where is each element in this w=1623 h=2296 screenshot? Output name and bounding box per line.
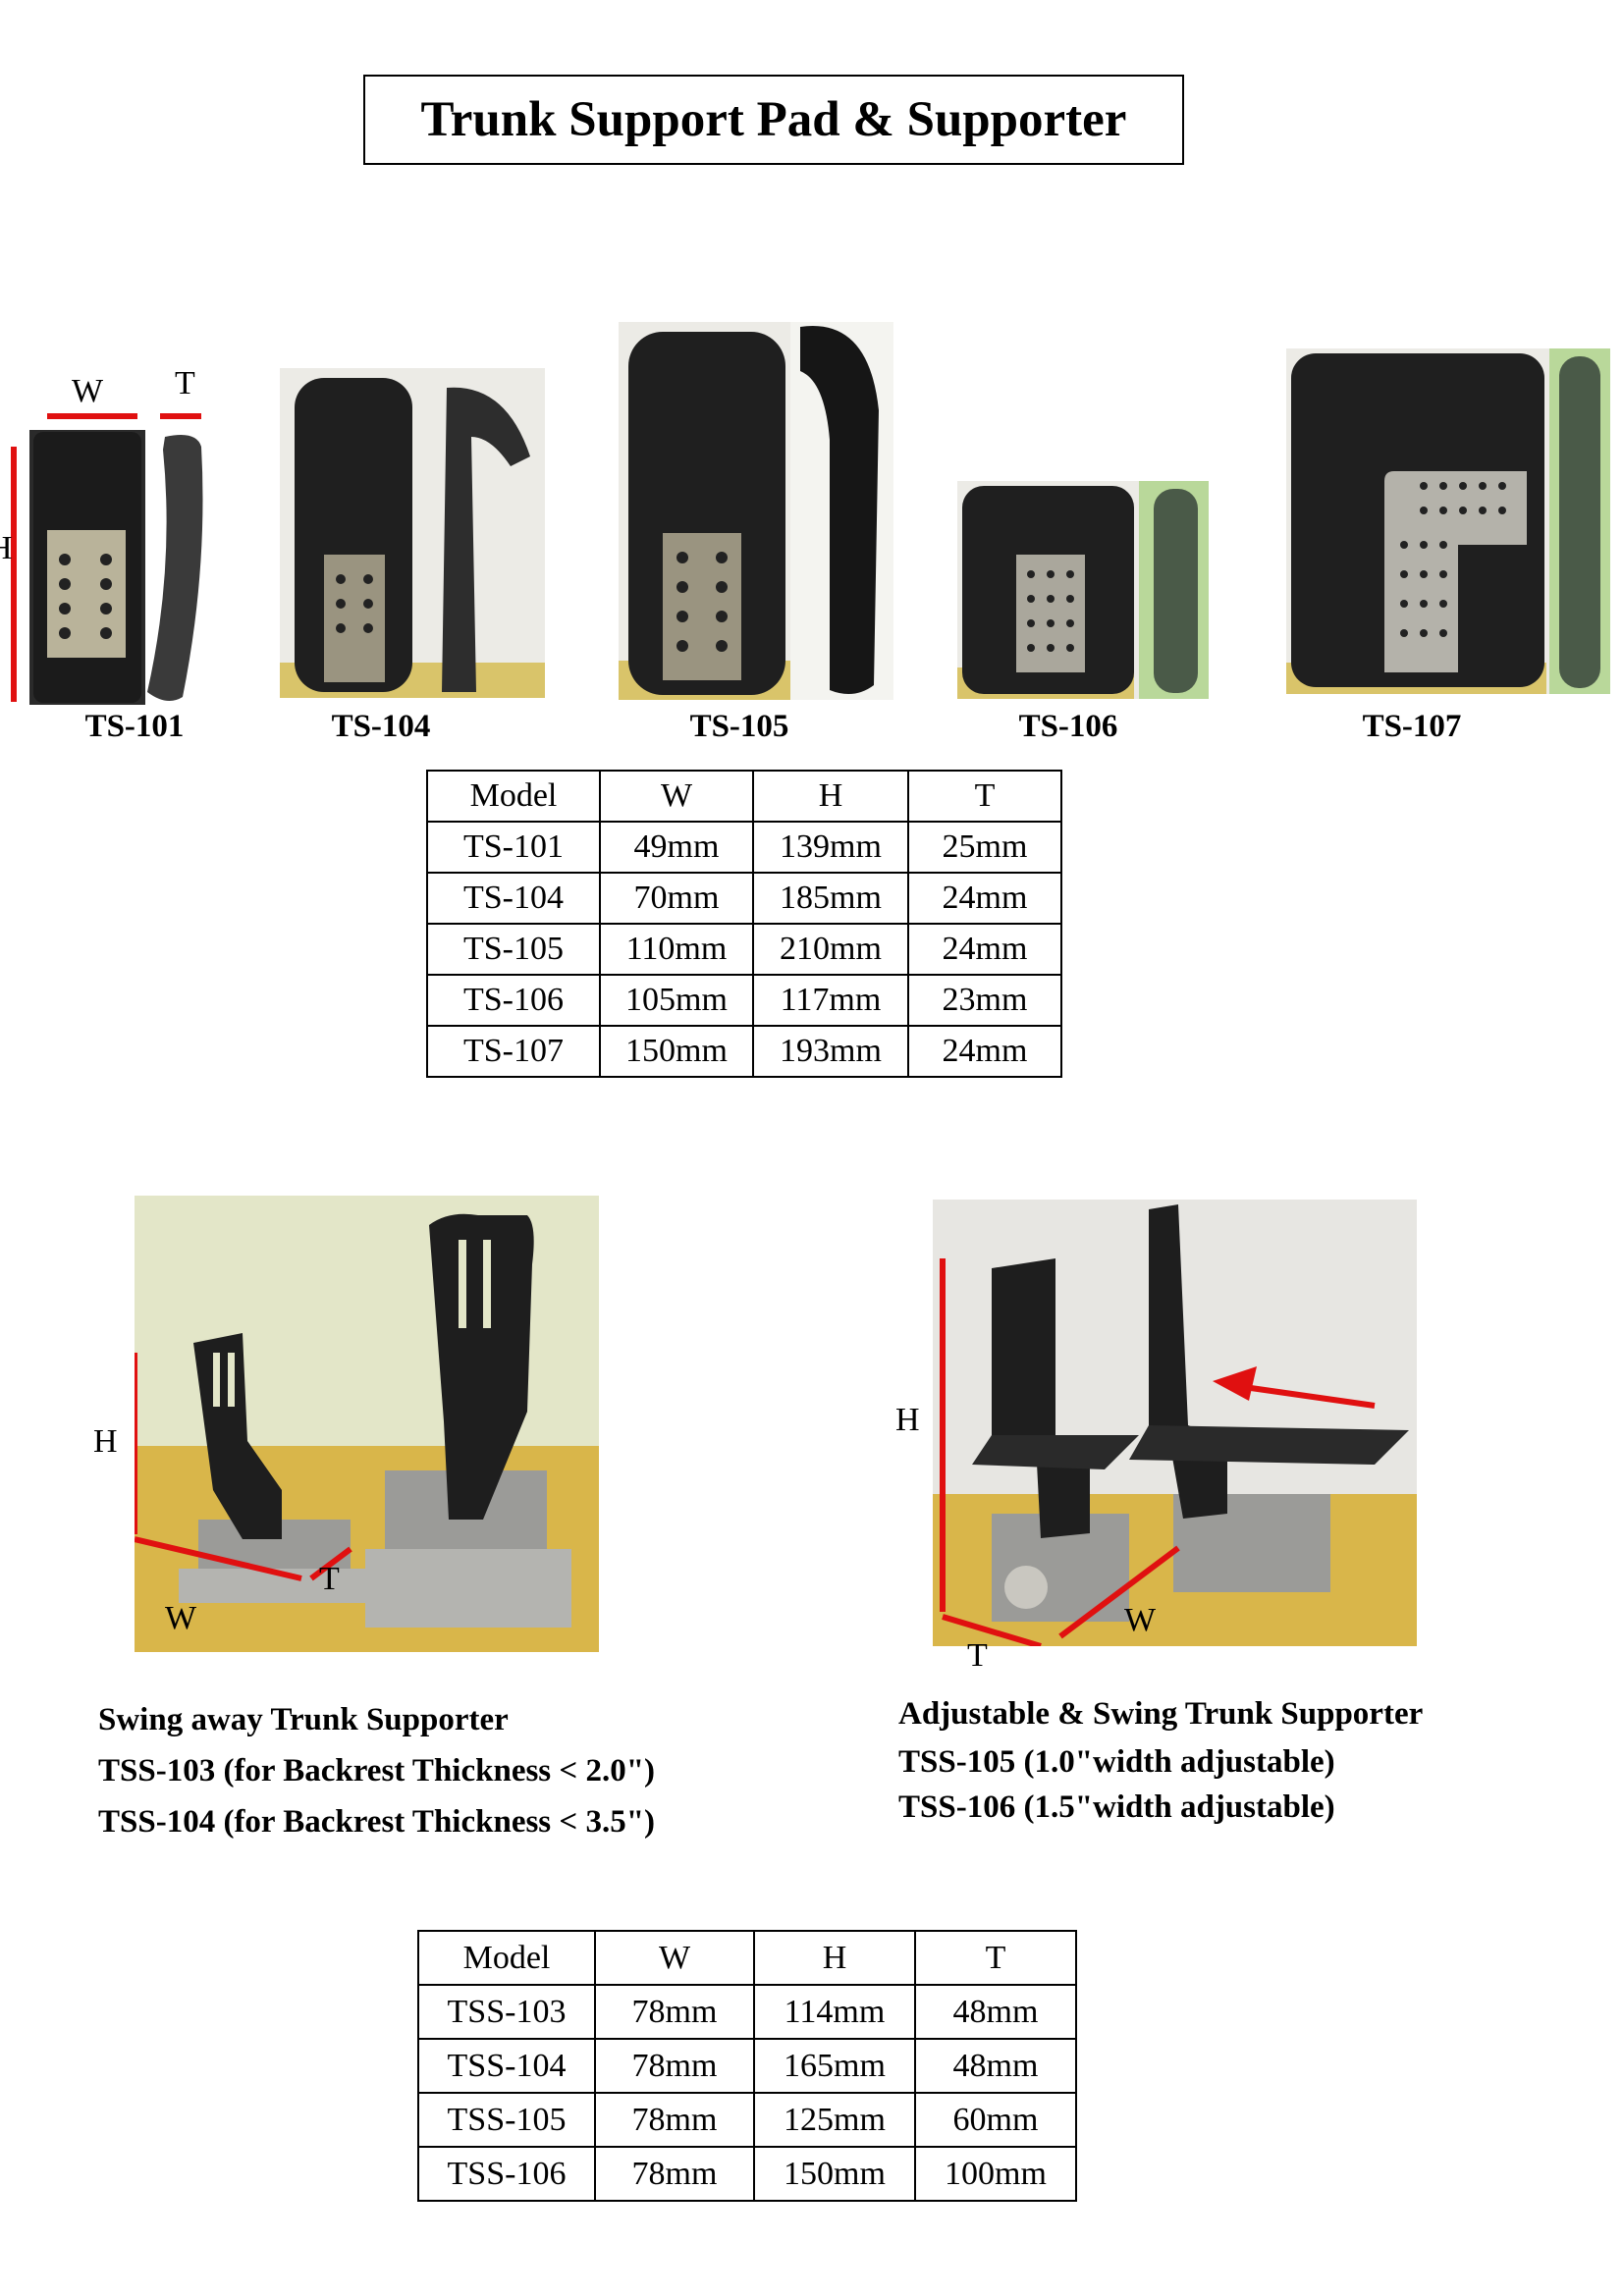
adjustable-description: Adjustable & Swing Trunk Supporter TSS-1… bbox=[898, 1688, 1423, 1830]
tss-105-line: TSS-105 (1.0"width adjustable) bbox=[898, 1744, 1335, 1780]
pad-caption-ts-107: TS-107 bbox=[1362, 709, 1462, 744]
pad-caption-ts-104: TS-104 bbox=[331, 709, 431, 744]
adjustable-t-label: T bbox=[967, 1637, 988, 1674]
table-cell: 24mm bbox=[907, 923, 1062, 976]
table-cell: 193mm bbox=[752, 1025, 909, 1078]
column-header: W bbox=[594, 1930, 755, 1986]
page-title-text: Trunk Support Pad & Supporter bbox=[420, 92, 1127, 147]
swing-away-w-label: W bbox=[165, 1600, 197, 1636]
table-cell: 139mm bbox=[752, 821, 909, 874]
table-row: TSS-104 78mm 165mm 48mm bbox=[417, 2038, 1077, 2094]
pad-caption-ts-105: TS-105 bbox=[689, 709, 789, 744]
ts-105-photo-drawing bbox=[619, 322, 893, 700]
ts-101-photo-drawing bbox=[11, 413, 203, 705]
ts-107-photo-drawing bbox=[1286, 348, 1610, 694]
column-header: H bbox=[753, 1930, 916, 1986]
adjustable-supporter-photo bbox=[933, 1200, 1417, 1646]
ts-106-photo bbox=[957, 481, 1209, 699]
table-cell: 24mm bbox=[907, 872, 1062, 925]
table-row: TS-101 49mm 139mm 25mm bbox=[426, 821, 1062, 874]
table-cell: 24mm bbox=[907, 1025, 1062, 1078]
ts-104-photo-drawing bbox=[280, 368, 545, 698]
table-cell: 48mm bbox=[914, 1984, 1077, 2040]
table-cell: 48mm bbox=[914, 2038, 1077, 2094]
swing-away-supporter-drawing bbox=[135, 1196, 599, 1652]
ts-101-t-label: T bbox=[175, 365, 195, 401]
pad-caption-ts-101: TS-101 bbox=[84, 709, 185, 744]
ts-107-photo bbox=[1286, 348, 1610, 694]
table-cell: 25mm bbox=[907, 821, 1062, 874]
table-cell: 150mm bbox=[599, 1025, 754, 1078]
column-header: T bbox=[907, 770, 1062, 823]
supporter-spec-table: Model W H T TSS-103 78mm 114mm 48mm TSS-… bbox=[417, 1930, 1077, 2202]
table-cell: TSS-105 bbox=[417, 2092, 596, 2148]
swing-away-h-label: H bbox=[93, 1423, 118, 1460]
tss-103-line: TSS-103 (for Backrest Thickness < 2.0") bbox=[98, 1753, 656, 1789]
ts-104-photo bbox=[280, 368, 545, 698]
table-cell: TS-105 bbox=[426, 923, 601, 976]
table-header-row: Model W H T bbox=[426, 770, 1062, 823]
table-row: TS-104 70mm 185mm 24mm bbox=[426, 872, 1062, 925]
ts-101-h-label: H bbox=[0, 530, 13, 566]
swing-away-t-label: T bbox=[319, 1561, 340, 1597]
table-row: TSS-106 78mm 150mm 100mm bbox=[417, 2146, 1077, 2202]
adjustable-w-label: W bbox=[1124, 1602, 1157, 1638]
table-cell: 150mm bbox=[753, 2146, 916, 2202]
swing-away-description: Swing away Trunk Supporter TSS-103 (for … bbox=[98, 1694, 655, 1847]
table-cell: 117mm bbox=[752, 974, 909, 1027]
column-header: Model bbox=[426, 770, 601, 823]
table-row: TS-107 150mm 193mm 24mm bbox=[426, 1025, 1062, 1078]
table-cell: 125mm bbox=[753, 2092, 916, 2148]
table-row: TS-106 105mm 117mm 23mm bbox=[426, 974, 1062, 1027]
table-cell: 49mm bbox=[599, 821, 754, 874]
ts-106-photo-drawing bbox=[957, 481, 1209, 699]
table-cell: 110mm bbox=[599, 923, 754, 976]
table-cell: 78mm bbox=[594, 2146, 755, 2202]
table-cell: 78mm bbox=[594, 2092, 755, 2148]
table-cell: TSS-104 bbox=[417, 2038, 596, 2094]
table-cell: TS-101 bbox=[426, 821, 601, 874]
table-cell: TSS-106 bbox=[417, 2146, 596, 2202]
table-cell: 165mm bbox=[753, 2038, 916, 2094]
table-cell: 105mm bbox=[599, 974, 754, 1027]
tss-106-line: TSS-106 (1.5"width adjustable) bbox=[898, 1789, 1335, 1825]
ts-101-photo bbox=[0, 373, 226, 707]
table-row: TSS-103 78mm 114mm 48mm bbox=[417, 1984, 1077, 2040]
pad-caption-ts-106: TS-106 bbox=[1018, 709, 1118, 744]
table-cell: TSS-103 bbox=[417, 1984, 596, 2040]
table-cell: 78mm bbox=[594, 2038, 755, 2094]
table-cell: TS-106 bbox=[426, 974, 601, 1027]
ts-105-photo bbox=[619, 322, 893, 700]
table-cell: TS-107 bbox=[426, 1025, 601, 1078]
adjustable-supporter-drawing bbox=[933, 1200, 1417, 1646]
table-cell: 100mm bbox=[914, 2146, 1077, 2202]
table-cell: 114mm bbox=[753, 1984, 916, 2040]
column-header: W bbox=[599, 770, 754, 823]
table-row: TSS-105 78mm 125mm 60mm bbox=[417, 2092, 1077, 2148]
tss-104-line: TSS-104 (for Backrest Thickness < 3.5") bbox=[98, 1804, 656, 1840]
table-cell: 210mm bbox=[752, 923, 909, 976]
column-header: H bbox=[752, 770, 909, 823]
swing-away-title: Swing away Trunk Supporter bbox=[98, 1702, 509, 1737]
table-cell: TS-104 bbox=[426, 872, 601, 925]
table-header-row: Model W H T bbox=[417, 1930, 1077, 1986]
pad-spec-table: Model W H T TS-101 49mm 139mm 25mm TS-10… bbox=[426, 770, 1062, 1078]
column-header: T bbox=[914, 1930, 1077, 1986]
table-cell: 185mm bbox=[752, 872, 909, 925]
column-header: Model bbox=[417, 1930, 596, 1986]
ts-101-w-label: W bbox=[72, 373, 104, 409]
swing-away-supporter-photo bbox=[135, 1196, 599, 1652]
table-cell: 78mm bbox=[594, 1984, 755, 2040]
table-cell: 23mm bbox=[907, 974, 1062, 1027]
adjustable-h-label: H bbox=[895, 1402, 920, 1438]
table-row: TS-105 110mm 210mm 24mm bbox=[426, 923, 1062, 976]
table-cell: 70mm bbox=[599, 872, 754, 925]
adjustable-title: Adjustable & Swing Trunk Supporter bbox=[898, 1696, 1424, 1732]
table-cell: 60mm bbox=[914, 2092, 1077, 2148]
page-title: Trunk Support Pad & Supporter bbox=[363, 75, 1184, 165]
